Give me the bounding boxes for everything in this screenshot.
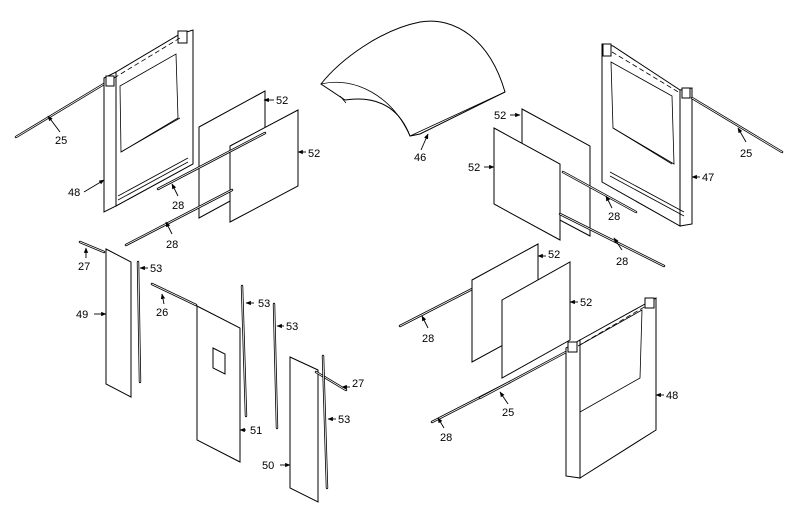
alignment-dash-top-left [113, 37, 181, 79]
callout-25-top-left: 25 [55, 135, 67, 147]
callout-53-b: 53 [258, 298, 270, 310]
door-panel-51 [196, 305, 241, 463]
post-53-bottom-left-a [136, 260, 142, 384]
callout-group: 25 48 52 52 28 28 46 52 52 25 47 28 28 2… [47, 95, 752, 472]
callout-53-c: 53 [286, 321, 298, 333]
callout-52-top-right-a: 52 [494, 110, 506, 122]
callout-53-d: 53 [338, 414, 350, 426]
callout-52-bottom-right-a: 52 [548, 249, 560, 261]
callout-25-bottom-right: 25 [502, 407, 514, 419]
callout-49-panel: 49 [76, 309, 88, 321]
frame-48-top-left [103, 29, 194, 213]
callout-50-panel: 50 [262, 460, 274, 472]
callout-46-roof: 46 [414, 152, 426, 164]
post-53-bottom-left-c [272, 302, 279, 430]
callout-53-a: 53 [150, 263, 162, 275]
panel-52-bottom-right-front [501, 261, 571, 379]
rod-25-bottom-right [478, 350, 568, 400]
frame-47-top-right [601, 43, 693, 227]
roof-46 [320, 20, 506, 137]
callout-48-top-left: 48 [68, 187, 80, 199]
rod-28-bottom-right-a [398, 283, 482, 328]
post-53-bottom-left-d [321, 354, 329, 490]
alignment-dash-top-right [611, 51, 681, 94]
callout-27-middle: 27 [352, 378, 364, 390]
callout-26-rod: 26 [156, 307, 168, 319]
callout-52-top-left-b: 52 [308, 148, 320, 160]
side-panel-49 [105, 248, 132, 398]
callout-47-frame: 47 [702, 172, 714, 184]
callout-28-top-left-b: 28 [166, 239, 178, 251]
rod-25-top-right [690, 96, 784, 154]
rod-28-top-right-b [558, 212, 666, 268]
rod-27-bottom-left [78, 240, 106, 254]
alignment-dash-bottom-right [577, 305, 647, 347]
callout-52-top-right-b: 52 [468, 162, 480, 174]
callout-52-bottom-right-b: 52 [580, 297, 592, 309]
side-panel-50 [289, 356, 319, 503]
panel-52-top-right-front [493, 127, 561, 241]
rod-26 [150, 282, 198, 307]
callout-28-top-right-b: 28 [616, 256, 628, 268]
rod-28-top-right-a [561, 170, 638, 214]
callout-28-top-left-a: 28 [172, 200, 184, 212]
frame-48-bottom-right [565, 297, 657, 479]
rod-27-bottom-middle [314, 370, 348, 392]
callout-28-top-right-a: 28 [608, 211, 620, 223]
rod-28-top-left-a [156, 131, 267, 191]
rod-25-top-left [14, 82, 106, 139]
callout-28-bottom-right-a: 28 [422, 333, 434, 345]
callout-28-bottom-right-b: 28 [440, 432, 452, 444]
callout-51-door: 51 [250, 425, 262, 437]
callout-27-left: 27 [78, 261, 90, 273]
rod-28-top-left-b [124, 188, 234, 247]
callout-25-top-right: 25 [740, 148, 752, 160]
callout-48-bottom-right: 48 [666, 390, 678, 402]
callout-52-top-left-a: 52 [276, 95, 288, 107]
panel-52-top-left-front [229, 109, 299, 223]
post-53-bottom-left-b [240, 284, 248, 418]
